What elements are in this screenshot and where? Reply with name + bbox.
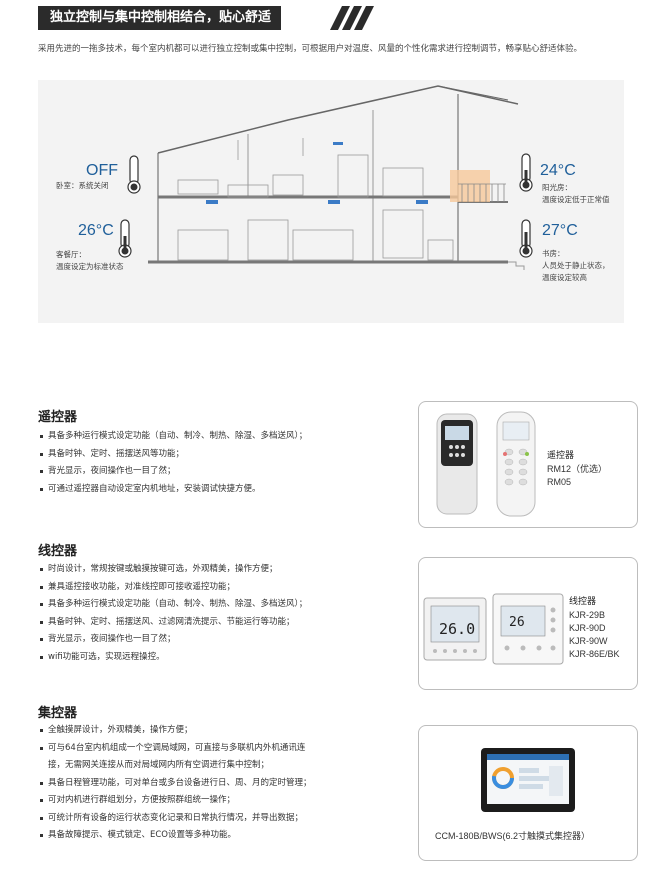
list-item: 可与64台室内机组成一个空调局域网，可直接与多联机内外机通讯连 <box>38 740 312 758</box>
list-item: 可通过遥控器自动设定室内机地址，安装调试快捷方便。 <box>38 481 307 499</box>
wired-model: KJR-90D <box>569 623 606 633</box>
study-caption: 书房： 人员处于静止状态， 温度设定较高 <box>542 248 610 284</box>
intro-paragraph: 采用先进的一拖多技术，每个室内机都可以进行独立控制或集中控制，可根据用户对温度、… <box>38 44 583 54</box>
wired-model: KJR-86E/BK <box>569 649 620 659</box>
remote-card-label: 遥控器 RM12（优选） RM05 <box>547 450 607 489</box>
wired-lcd-a: 26.0 <box>439 620 476 638</box>
sunroom-temp: 24°C <box>540 162 576 179</box>
list-item: 背光显示，夜间操作也一目了然； <box>38 463 307 481</box>
remote-model: RM12（优选） <box>547 464 608 474</box>
remote-card-title: 遥控器 <box>547 451 575 461</box>
study-caption-line: 人员处于静止状态， <box>542 261 610 270</box>
wired-product-card: 26.0 26 线控器 KJR-29B KJR-90D KJR-90W KJR-… <box>418 557 638 690</box>
wired-model: KJR-90W <box>569 636 608 646</box>
list-item: 全触摸屏设计，外观精美，操作方便； <box>38 722 312 740</box>
remote-feature-list: 具备多种运行模式设定功能（自动、制冷、制热、除湿、多档送风）； 具备时钟、定时、… <box>38 428 307 498</box>
livingroom-temp: 26°C <box>78 222 114 239</box>
list-item: wifi功能可选，实现远程操控。 <box>38 649 307 667</box>
sunroom-caption-line: 阳光房： <box>542 183 572 192</box>
livingroom-caption: 客餐厅： 温度设定为标准状态 <box>56 249 124 273</box>
list-item: 具备故障提示、模式锁定、ECO设置等多种功能。 <box>38 827 312 845</box>
wired-card-label: 线控器 KJR-29B KJR-90D KJR-90W KJR-86E/BK <box>569 596 620 661</box>
study-caption-line: 温度设定较高 <box>542 273 587 282</box>
central-feature-list: 全触摸屏设计，外观精美，操作方便； 可与64台室内机组成一个空调局域网，可直接与… <box>38 722 312 845</box>
list-item: 时尚设计，常规按键或触摸按键可选，外观精美，操作方便； <box>38 561 307 579</box>
wired-model: KJR-29B <box>569 610 606 620</box>
sunroom-caption-line: 温度设定低于正常值 <box>542 195 610 204</box>
wired-section-title: 线控器 <box>38 544 78 559</box>
remote-product-card: 遥控器 RM12（优选） RM05 <box>418 401 638 528</box>
list-item: 具备时钟、定时、摇摆送风等功能； <box>38 446 307 464</box>
wired-card-title: 线控器 <box>569 597 597 607</box>
list-item: 可统计所有设备的运行状态变化记录和日常执行情况，并导出数据； <box>38 810 312 828</box>
central-section-title: 集控器 <box>38 706 78 721</box>
wired-controller-image <box>423 593 564 665</box>
bedroom-caption: 卧室：系统关闭 <box>56 181 109 190</box>
house-scene: OFF 卧室：系统关闭 26°C 客餐厅： 温度设定为标准状态 24°C 阳光房… <box>38 80 624 323</box>
banner-slashes-decoration <box>330 6 374 30</box>
remote-model: RM05 <box>547 477 572 487</box>
livingroom-caption-line: 温度设定为标准状态 <box>56 262 124 271</box>
list-item: 具备日程管理功能，可对单台或多台设备进行日、周、月的定时管理； <box>38 775 312 793</box>
wired-feature-list: 时尚设计，常规按键或触摸按键可选，外观精美，操作方便； 兼具遥控接收功能，对准线… <box>38 561 307 666</box>
list-item: 兼具遥控接收功能，对准线控即可接收遥控功能； <box>38 579 307 597</box>
list-item: 具备多种运行模式设定功能（自动、制冷、制热、除湿、多档送风）； <box>38 428 307 446</box>
house-illustration <box>118 85 533 270</box>
central-controller-image <box>481 748 575 812</box>
central-card-label: CCM-180B/BWS(6.2寸触摸式集控器） <box>435 831 591 841</box>
list-item: 具备时钟、定时、摇摆送风、过滤网清洗提示、节能运行等功能； <box>38 614 307 632</box>
study-temp: 27°C <box>542 222 578 239</box>
list-item-continuation: 接，无需网关连接从而对局域网内所有空调进行集中控制； <box>48 760 270 770</box>
list-item: 具备多种运行模式设定功能（自动、制冷、制热、除湿、多档送风）； <box>38 596 307 614</box>
list-item: 背光显示，夜间操作也一目了然； <box>38 631 307 649</box>
remote-section-title: 遥控器 <box>38 410 78 425</box>
central-product-card: CCM-180B/BWS(6.2寸触摸式集控器） <box>418 725 638 861</box>
sunroom-caption: 阳光房： 温度设定低于正常值 <box>542 182 610 206</box>
wired-lcd-b: 26 <box>509 615 525 630</box>
section-banner: 独立控制与集中控制相结合，贴心舒适 <box>38 6 282 30</box>
livingroom-caption-line: 客餐厅： <box>56 250 86 259</box>
remote-controller-image <box>436 411 536 517</box>
list-item: 可对内机进行群组划分，方便按照群组统一操作； <box>38 792 312 810</box>
study-caption-line: 书房： <box>542 249 565 258</box>
bedroom-temp: OFF <box>86 162 118 179</box>
